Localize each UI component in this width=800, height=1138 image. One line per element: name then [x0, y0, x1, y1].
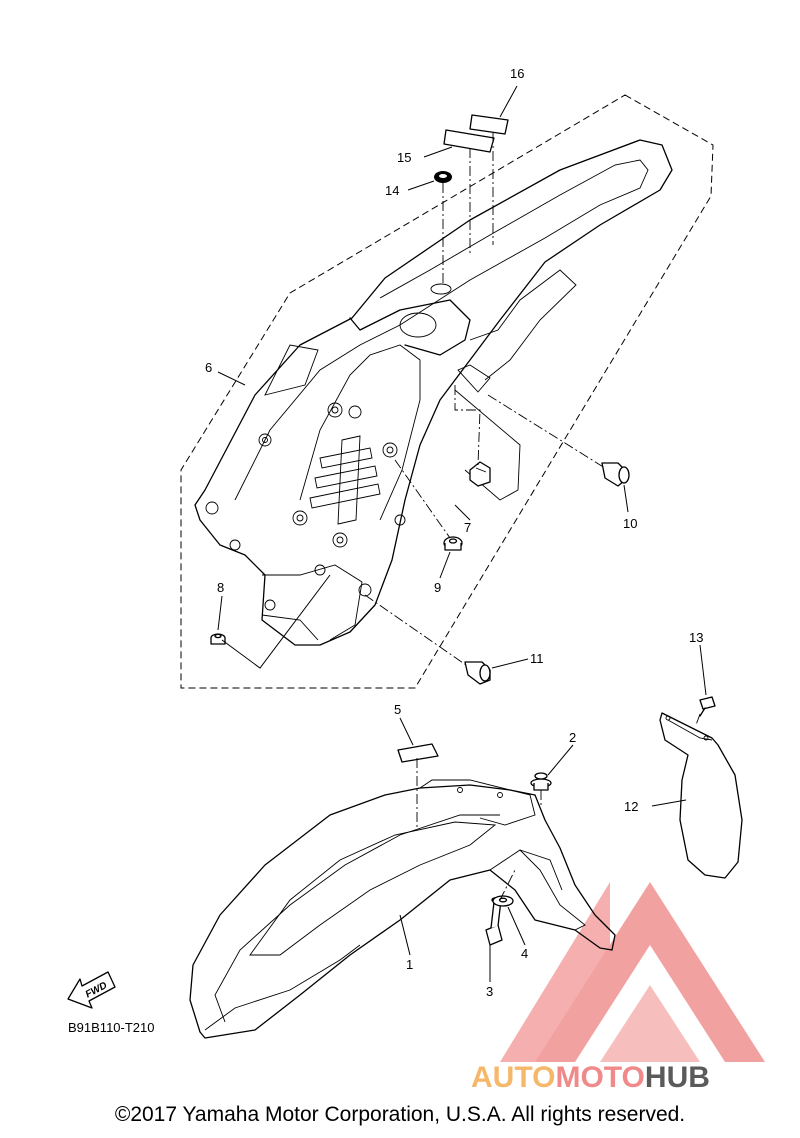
rear-fender	[194, 139, 673, 646]
watermark-logo	[500, 882, 765, 1062]
assembly-line-3	[499, 869, 516, 901]
watermark-hub: HUB	[645, 1061, 710, 1094]
callout-4: 4	[521, 946, 528, 961]
callout-2: 2	[569, 730, 576, 745]
callout-9: 9	[434, 580, 441, 595]
callout-12: 12	[624, 799, 638, 814]
assembly-line-10	[487, 394, 606, 469]
label-part-5	[397, 743, 439, 763]
leader-lines	[217, 85, 707, 982]
bolt-part-10	[601, 462, 630, 487]
watermark-text: AUTOMOTOHUB	[471, 1061, 710, 1094]
assembly-line-9	[394, 459, 451, 539]
mudflap-part-12	[659, 712, 743, 879]
emblem-part-14	[434, 171, 452, 183]
copyright-notice: ©2017 Yamaha Motor Corporation, U.S.A. A…	[114, 1103, 686, 1126]
callout-13: 13	[689, 630, 703, 645]
forward-arrow-icon: FWD	[67, 971, 116, 1009]
bolt-part-11	[464, 661, 491, 685]
grommet-part-2	[530, 772, 552, 791]
callout-1: 1	[406, 957, 413, 972]
assembly-line-13	[695, 713, 701, 726]
callout-numbers: 16 15 14 6 7 10 9 8 11 13 5 2 12 1 4 3	[205, 66, 703, 999]
callout-7: 7	[464, 520, 471, 535]
callout-14: 14	[385, 183, 399, 198]
diagram-code: B91B110-T210	[68, 1020, 155, 1035]
collar-part-8	[210, 633, 226, 645]
label-part-16	[469, 114, 509, 135]
assembly-line-8	[221, 574, 331, 669]
label-part-15	[443, 129, 495, 153]
callout-5: 5	[394, 702, 401, 717]
callout-16: 16	[510, 66, 524, 81]
callout-10: 10	[623, 516, 637, 531]
assembly-line-11	[364, 594, 467, 666]
grommet-part-9	[443, 536, 463, 551]
assembly-line-7	[454, 385, 481, 466]
callout-11: 11	[530, 651, 544, 666]
nut-part-7	[469, 461, 491, 487]
screw-part-13	[699, 696, 716, 717]
watermark-auto: AUTO	[471, 1061, 555, 1094]
watermark-moto: MOTO	[555, 1061, 644, 1094]
callout-6: 6	[205, 360, 212, 375]
collar-part-4	[492, 895, 514, 907]
callout-3: 3	[486, 984, 493, 999]
callout-8: 8	[217, 580, 224, 595]
front-fender	[189, 779, 616, 1039]
callout-15: 15	[397, 150, 411, 165]
